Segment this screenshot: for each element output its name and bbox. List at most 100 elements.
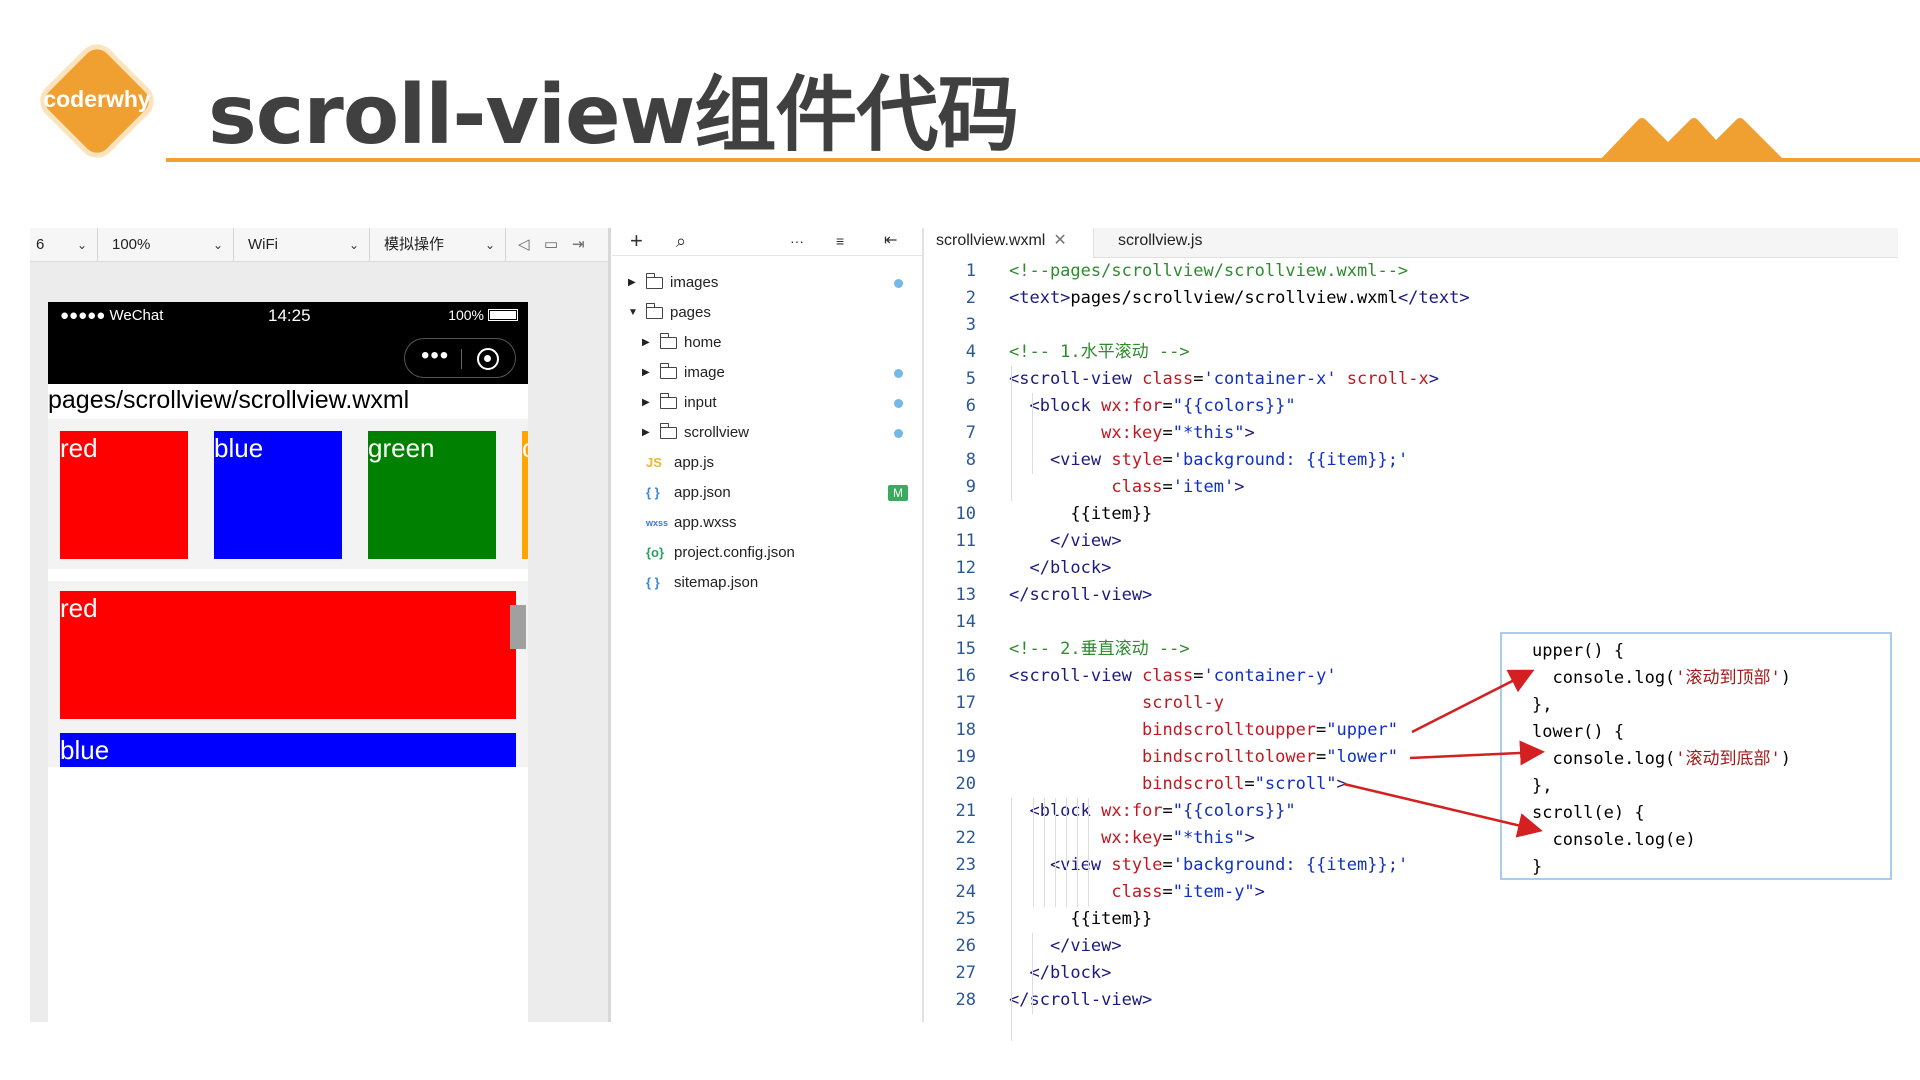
tree-item-home[interactable]: ▶ home bbox=[612, 328, 922, 358]
phone-screen: ●●●●● WeChat 14:25 100% ••• pages/scroll… bbox=[48, 302, 528, 1022]
tab-label: scrollview.js bbox=[1118, 232, 1203, 249]
vertical-scroll-view[interactable]: red blue bbox=[48, 581, 528, 767]
close-miniprogram-icon[interactable] bbox=[477, 348, 499, 370]
tree-item-sitemap-json[interactable]: { }sitemap.json bbox=[612, 568, 922, 598]
detach-icon[interactable]: ⇥ bbox=[572, 236, 585, 253]
battery-icon bbox=[488, 309, 518, 321]
line-number: 9 bbox=[965, 477, 976, 497]
line-content: </view> bbox=[1009, 531, 1122, 551]
file-json-icon: { } bbox=[646, 485, 660, 500]
mute-icon[interactable]: ◁ bbox=[518, 236, 530, 253]
line-content: </scroll-view> bbox=[1009, 990, 1153, 1010]
caret-right-icon[interactable]: ▶ bbox=[642, 367, 650, 378]
tree-item-label: app.json bbox=[674, 484, 731, 501]
code-line: 4<!-- 1.水平滚动 --> bbox=[926, 339, 1898, 366]
modified-dot-icon bbox=[894, 429, 903, 438]
indent-guide bbox=[1032, 393, 1033, 474]
line-number: 18 bbox=[955, 720, 976, 740]
caret-right-icon[interactable]: ▶ bbox=[642, 427, 650, 438]
code-line: 22 wx:key="*this"> bbox=[926, 825, 1898, 852]
chevron-down-icon: ⌄ bbox=[76, 238, 87, 252]
tree-item-image[interactable]: ▶image bbox=[612, 358, 922, 388]
scroll-item: blue bbox=[60, 733, 516, 767]
logo-text: coderwhy bbox=[43, 86, 151, 112]
simulator-toolbar: 6 ⌄ 100% ⌄ WiFi ⌄ 模拟操作 ⌄ ◁ ▭ ⇥ bbox=[30, 228, 608, 262]
more-icon[interactable]: ••• bbox=[421, 342, 450, 369]
code-line: 16<scroll-view class='container-y' bbox=[926, 663, 1898, 690]
tab-scrollview-js[interactable]: scrollview.js bbox=[1108, 228, 1238, 258]
line-content: <block wx:for="{{colors}}" bbox=[1009, 396, 1296, 416]
code-line: 15<!-- 2.垂直滚动 --> bbox=[926, 636, 1898, 663]
code-line: 6 <block wx:for="{{colors}}" bbox=[926, 393, 1898, 420]
network-select[interactable]: WiFi ⌄ bbox=[234, 228, 370, 262]
collapse-all-icon[interactable]: ≡ bbox=[836, 233, 845, 249]
operation-select-value: 模拟操作 bbox=[384, 236, 445, 253]
line-content: <!-- 2.垂直滚动 --> bbox=[1009, 639, 1190, 659]
code-line: 18 bindscrolltoupper="upper" bbox=[926, 717, 1898, 744]
file-wxss-icon: wxss bbox=[646, 518, 669, 528]
tree-item-scrollview[interactable]: ▶scrollview bbox=[612, 418, 922, 448]
panel-toggle-icon[interactable]: ⇤ bbox=[884, 232, 898, 249]
slide-title: scroll-view组件代码 bbox=[208, 68, 1019, 163]
search-icon[interactable]: ⌕ bbox=[676, 231, 687, 251]
editor-tabs: scrollview.wxml✕ scrollview.js bbox=[926, 228, 1898, 258]
add-icon[interactable]: + bbox=[630, 228, 643, 253]
tree-item-label: project.config.json bbox=[674, 544, 795, 561]
js-code-line: console.log('滚动到底部') bbox=[1532, 749, 1792, 769]
code-line: 14 bbox=[926, 609, 1898, 636]
panel-divider[interactable] bbox=[922, 228, 924, 1022]
line-content: <view style='background: {{item}};' bbox=[1009, 855, 1409, 875]
line-number: 20 bbox=[955, 774, 976, 794]
window-icon[interactable]: ▭ bbox=[544, 236, 559, 253]
tree-item-label: home bbox=[684, 334, 722, 351]
tree-item-pages[interactable]: ▼pages bbox=[612, 298, 922, 328]
explorer-toolbar: + ⌕ ··· ≡ ⇤ bbox=[612, 228, 922, 256]
line-content: bindscroll="scroll"> bbox=[1009, 774, 1347, 794]
tree-item-project-config-json[interactable]: {o} project.config.json bbox=[612, 538, 922, 568]
status-bar: ●●●●● WeChat 14:25 100% ••• bbox=[48, 302, 528, 384]
code-line: 26 </view> bbox=[926, 933, 1898, 960]
tree-item-images[interactable]: ▶images bbox=[612, 268, 922, 298]
line-content: bindscrolltoupper="upper" bbox=[1009, 720, 1398, 740]
file-config-icon: {o} bbox=[646, 545, 665, 560]
code-line: 3 bbox=[926, 312, 1898, 339]
scroll-item: blue bbox=[214, 431, 342, 559]
js-code-line: }, bbox=[1532, 695, 1553, 715]
folder-open-icon bbox=[645, 303, 663, 319]
modified-dot-icon bbox=[894, 279, 903, 288]
chevron-down-icon: ⌄ bbox=[484, 238, 495, 252]
tree-item-label: app.js bbox=[674, 454, 715, 471]
close-icon[interactable]: ✕ bbox=[1053, 232, 1067, 249]
tree-item-app-js[interactable]: JS app.js bbox=[612, 448, 922, 478]
caret-right-icon[interactable]: ▶ bbox=[628, 277, 636, 288]
js-code-line: }, bbox=[1532, 776, 1553, 796]
menu-capsule[interactable]: ••• bbox=[404, 338, 516, 378]
file-js-icon: JS bbox=[646, 455, 662, 470]
device-select[interactable]: 6 ⌄ bbox=[30, 228, 98, 262]
operation-select[interactable]: 模拟操作 ⌄ bbox=[370, 228, 506, 262]
caret-down-icon[interactable]: ▼ bbox=[628, 307, 638, 318]
title-underline bbox=[166, 158, 1920, 162]
line-number: 26 bbox=[955, 936, 976, 956]
caret-right-icon[interactable]: ▶ bbox=[642, 397, 650, 408]
scroll-item: red bbox=[60, 591, 516, 719]
chevron-down-icon: ⌄ bbox=[212, 238, 223, 252]
folder-icon bbox=[645, 273, 663, 289]
tree-item-input[interactable]: ▶ input bbox=[612, 388, 922, 418]
panel-divider[interactable] bbox=[608, 228, 611, 1022]
horizontal-scroll-view[interactable]: redbluegreeno bbox=[48, 419, 528, 569]
js-code-line: upper() { bbox=[1532, 641, 1625, 661]
line-number: 21 bbox=[955, 801, 976, 821]
tab-scrollview-wxml[interactable]: scrollview.wxml✕ bbox=[926, 228, 1094, 258]
zoom-select[interactable]: 100% ⌄ bbox=[98, 228, 234, 262]
tree-item-label: sitemap.json bbox=[674, 574, 759, 591]
js-code-line: console.log(e) bbox=[1532, 830, 1696, 850]
code-line: 19 bindscrolltolower="lower" bbox=[926, 744, 1898, 771]
vertical-scrollbar-thumb[interactable] bbox=[510, 605, 526, 649]
tree-item-label: input bbox=[684, 394, 717, 411]
more-icon[interactable]: ··· bbox=[790, 233, 804, 249]
indent-guide bbox=[1077, 798, 1078, 907]
caret-right-icon[interactable]: ▶ bbox=[642, 337, 650, 348]
